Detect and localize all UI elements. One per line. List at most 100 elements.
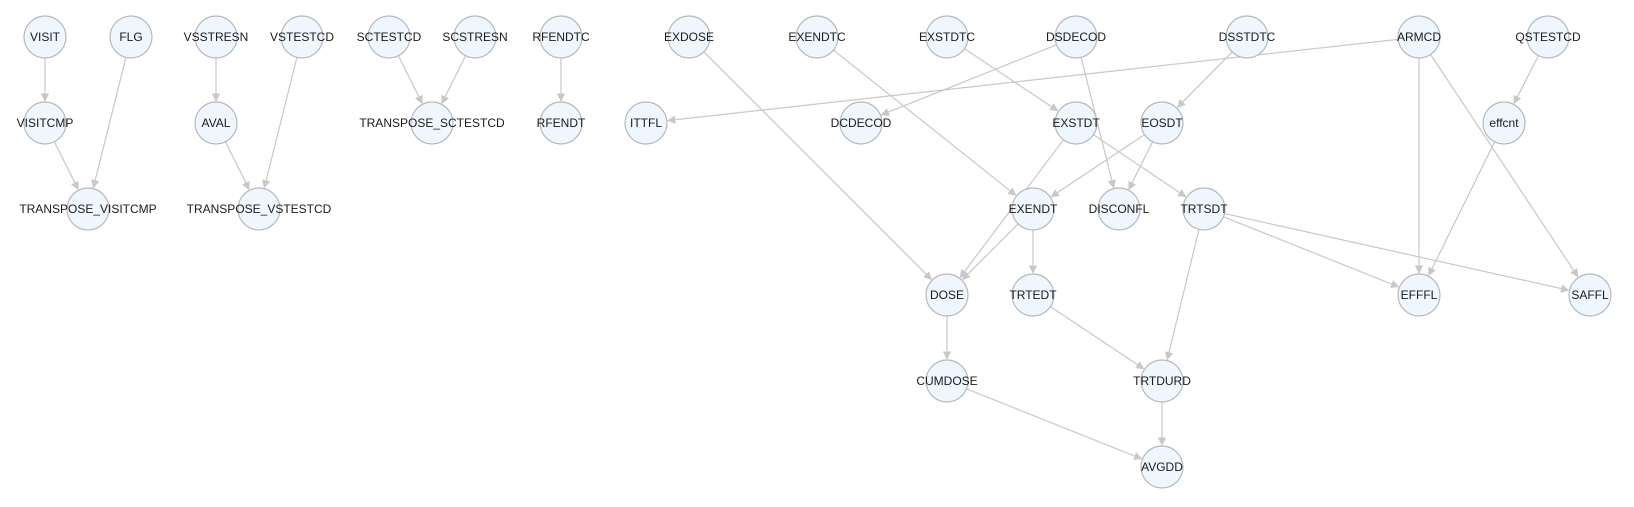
- node-circle[interactable]: [795, 15, 839, 59]
- node-circle[interactable]: [1140, 445, 1184, 489]
- node-circle[interactable]: [1054, 15, 1098, 59]
- node-dsstdtc[interactable]: DSSTDTC: [1219, 15, 1276, 59]
- node-circle[interactable]: [453, 15, 497, 59]
- node-aval[interactable]: AVAL: [194, 101, 238, 145]
- edge-sctestcd-to-transpose-sctestcd: [397, 55, 423, 105]
- node-transpose-vstestcd[interactable]: TRANSPOSE_VSTESTCD: [187, 187, 332, 231]
- node-label: CUMDOSE: [916, 374, 977, 388]
- node-label: SCSTRESN: [442, 30, 507, 44]
- node-armcd[interactable]: ARMCD: [1397, 15, 1441, 59]
- node-label: FLG: [119, 30, 142, 44]
- node-rfendtc[interactable]: RFENDTC: [532, 15, 590, 59]
- node-circle[interactable]: [23, 15, 67, 59]
- node-saffl[interactable]: SAFFL: [1568, 273, 1612, 317]
- edge-scstresn-to-transpose-sctestcd: [441, 55, 467, 105]
- edge-dsdecod-to-dcdecod: [880, 44, 1057, 116]
- node-circle[interactable]: [1011, 273, 1055, 317]
- node-circle[interactable]: [925, 15, 969, 59]
- edge-dsstdtc-to-eosdt: [1176, 51, 1233, 108]
- node-visitcmp[interactable]: VISITCMP: [17, 101, 74, 145]
- node-circle[interactable]: [925, 359, 969, 403]
- node-exstdtc[interactable]: EXSTDTC: [919, 15, 975, 59]
- node-exdose[interactable]: EXDOSE: [664, 15, 714, 59]
- node-label: EFFFL: [1401, 288, 1438, 302]
- node-transpose-visitcmp[interactable]: TRANSPOSE_VISITCMP: [19, 187, 157, 231]
- node-label: effcnt: [1489, 116, 1519, 130]
- node-label: RFENDT: [537, 116, 586, 130]
- node-scstresn[interactable]: SCSTRESN: [442, 15, 508, 59]
- node-label: SCTESTCD: [357, 30, 422, 44]
- node-avgdd[interactable]: AVGDD: [1140, 445, 1184, 489]
- edges-layer: [40, 38, 1579, 460]
- node-circle[interactable]: [66, 187, 110, 231]
- node-circle[interactable]: [1225, 15, 1269, 59]
- node-cumdose[interactable]: CUMDOSE: [916, 359, 978, 403]
- node-disconfl[interactable]: DISCONFL: [1089, 187, 1150, 231]
- node-circle[interactable]: [539, 15, 583, 59]
- node-circle[interactable]: [1568, 273, 1612, 317]
- node-exstdt[interactable]: EXSTDT: [1052, 101, 1100, 145]
- node-label: TRANSPOSE_VISITCMP: [19, 202, 156, 216]
- node-effcnt[interactable]: effcnt: [1482, 101, 1526, 145]
- node-trtsdt[interactable]: TRTSDT: [1180, 187, 1228, 231]
- node-flg[interactable]: FLG: [109, 15, 153, 59]
- edge-exstdt-to-trtsdt: [1093, 134, 1187, 198]
- node-trtedt[interactable]: TRTEDT: [1009, 273, 1057, 317]
- node-exendt[interactable]: EXENDT: [1009, 187, 1058, 231]
- edge-trtsdt-to-efffl: [1223, 216, 1400, 288]
- node-circle[interactable]: [1140, 101, 1184, 145]
- node-qstestcd[interactable]: QSTESTCD: [1515, 15, 1581, 59]
- edge-aval-to-transpose-vstestcd: [224, 141, 250, 191]
- node-circle[interactable]: [1097, 187, 1141, 231]
- node-circle[interactable]: [624, 101, 668, 145]
- node-label: ITTFL: [630, 116, 662, 130]
- node-circle[interactable]: [23, 101, 67, 145]
- node-dcdecod[interactable]: DCDECOD: [831, 101, 892, 145]
- node-label: ARMCD: [1397, 30, 1441, 44]
- node-circle[interactable]: [1397, 15, 1441, 59]
- node-circle[interactable]: [410, 101, 454, 145]
- node-circle[interactable]: [667, 15, 711, 59]
- node-label: AVAL: [202, 116, 231, 130]
- edge-flg-to-transpose-visitcmp: [91, 57, 127, 189]
- node-exendtc[interactable]: EXENDTC: [788, 15, 846, 59]
- node-efffl[interactable]: EFFFL: [1397, 273, 1441, 317]
- node-transpose-sctestcd[interactable]: TRANSPOSE_SCTESTCD: [359, 101, 505, 145]
- node-dose[interactable]: DOSE: [925, 273, 969, 317]
- edge-exstdtc-to-exstdt: [964, 48, 1059, 112]
- node-circle[interactable]: [1397, 273, 1441, 317]
- node-circle[interactable]: [237, 187, 281, 231]
- node-vstestcd[interactable]: VSTESTCD: [270, 15, 334, 59]
- node-label: DCDECOD: [831, 116, 892, 130]
- node-circle[interactable]: [539, 101, 583, 145]
- node-circle[interactable]: [1482, 101, 1526, 145]
- node-circle[interactable]: [109, 15, 153, 59]
- node-vsstresn[interactable]: VSSTRESN: [184, 15, 249, 59]
- node-circle[interactable]: [280, 15, 324, 59]
- node-label: EXDOSE: [664, 30, 714, 44]
- node-circle[interactable]: [1526, 15, 1570, 59]
- node-circle[interactable]: [925, 273, 969, 317]
- node-sctestcd[interactable]: SCTESTCD: [357, 15, 422, 59]
- node-eosdt[interactable]: EOSDT: [1140, 101, 1184, 145]
- node-circle[interactable]: [1054, 101, 1098, 145]
- node-rfendt[interactable]: RFENDT: [537, 101, 586, 145]
- node-ittfl[interactable]: ITTFL: [624, 101, 668, 145]
- node-circle[interactable]: [1011, 187, 1055, 231]
- node-circle[interactable]: [367, 15, 411, 59]
- node-trtdurd[interactable]: TRTDURD: [1133, 359, 1191, 403]
- edge-qstestcd-to-effcnt: [1513, 55, 1539, 105]
- node-circle[interactable]: [839, 101, 883, 145]
- node-label: TRANSPOSE_VSTESTCD: [187, 202, 332, 216]
- node-dsdecod[interactable]: DSDECOD: [1046, 15, 1106, 59]
- node-label: DISCONFL: [1089, 202, 1150, 216]
- node-label: VSTESTCD: [270, 30, 334, 44]
- node-circle[interactable]: [1182, 187, 1226, 231]
- node-circle[interactable]: [194, 15, 238, 59]
- node-circle[interactable]: [1140, 359, 1184, 403]
- node-visit[interactable]: VISIT: [23, 15, 67, 59]
- node-label: QSTESTCD: [1515, 30, 1581, 44]
- edge-cumdose-to-avgdd: [966, 388, 1143, 460]
- node-circle[interactable]: [194, 101, 238, 145]
